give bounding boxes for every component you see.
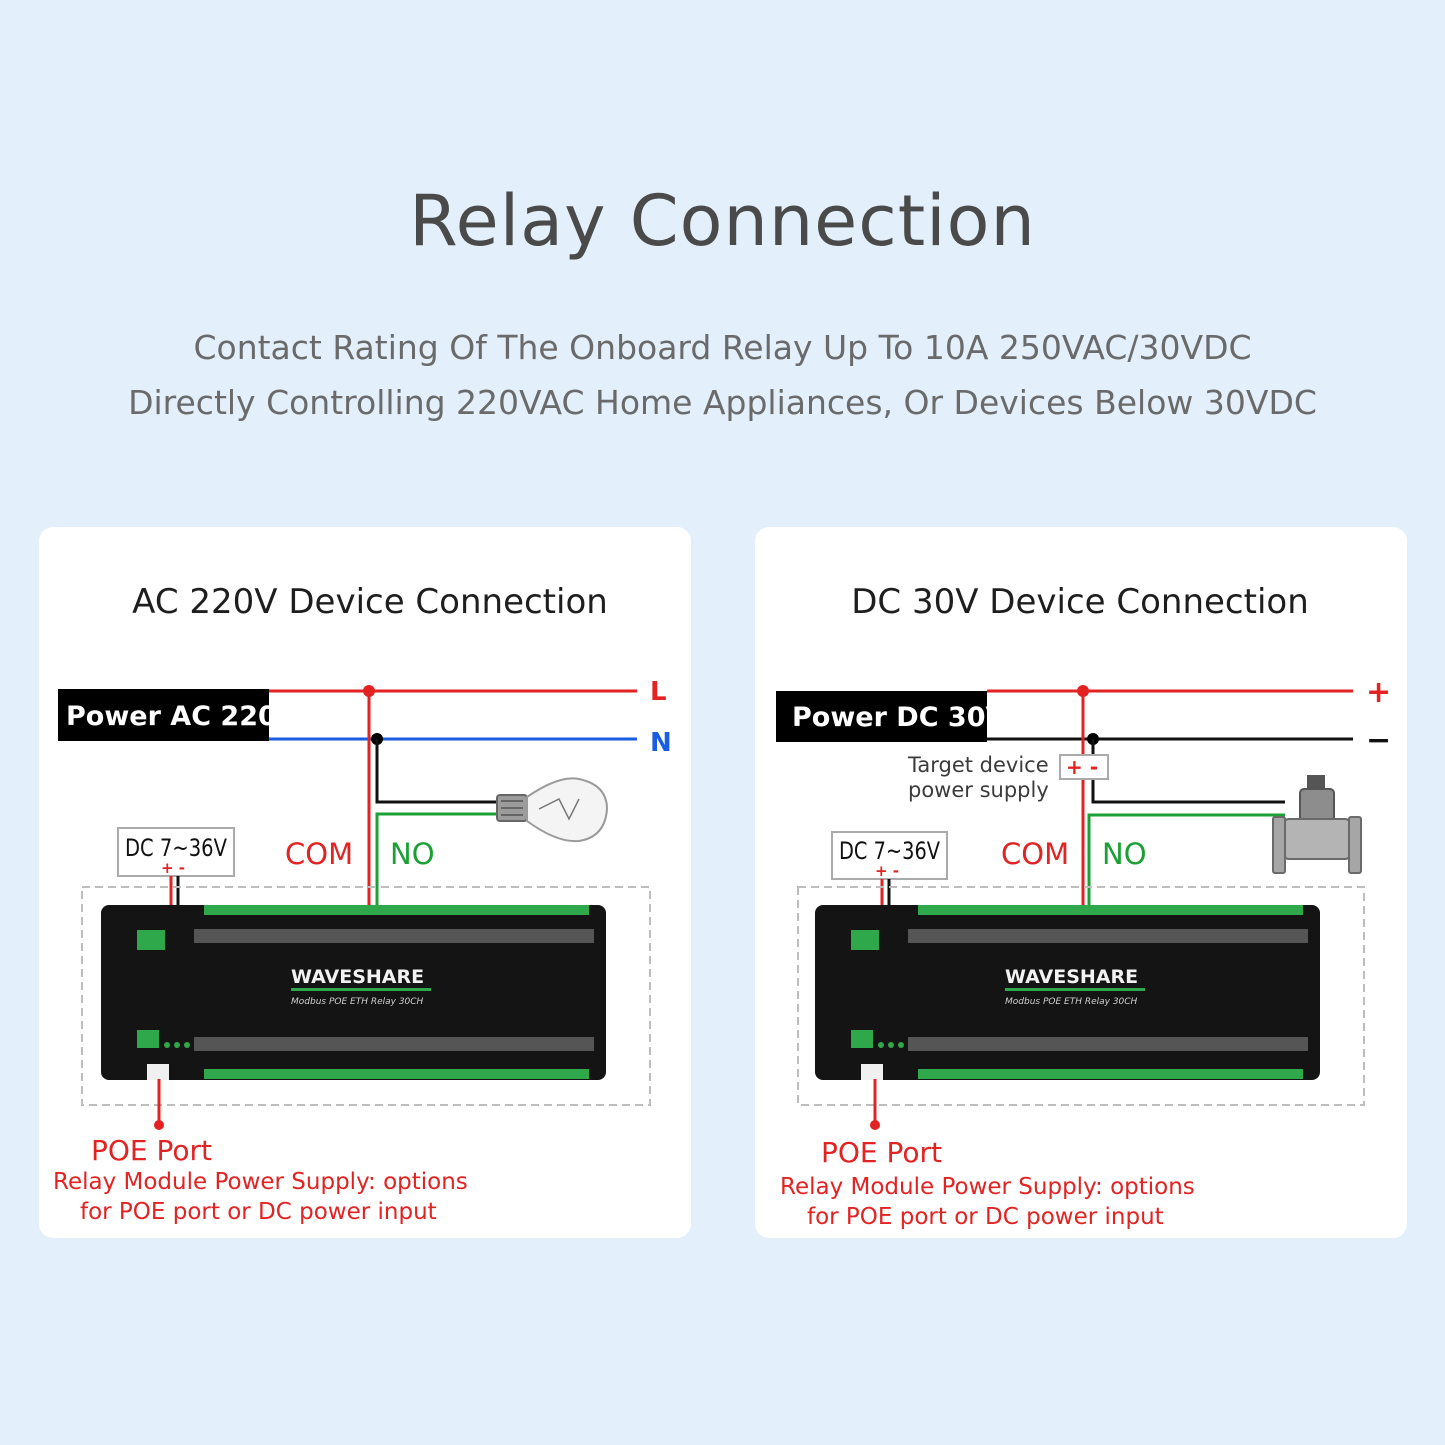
dc-module-brand: WAVESHARE — [1005, 966, 1138, 988]
ac-power-label-box — [58, 689, 269, 741]
dc-connection-card: DC 30V Device Connection Power DC 30V + … — [755, 527, 1407, 1238]
ac-module-brand: WAVESHARE — [291, 966, 424, 988]
dc-valve-minus-wire — [1091, 739, 1285, 804]
dc-relay-module: WAVESHARE Modbus POE ETH Relay 30CH — [815, 905, 1320, 1080]
ac-wiring-diagram: AC 220V Device Connection Power AC 220V … — [53, 582, 672, 1225]
dc-minus-label: − — [1366, 723, 1391, 758]
dc-no-wire — [1087, 813, 1285, 907]
dc-dc-polarity: + - — [875, 862, 899, 880]
ac-poe-dot — [154, 1120, 164, 1130]
dc-target-polarity-box — [1059, 754, 1109, 780]
dc-poe-title: POE Port — [821, 1136, 942, 1169]
dc-poe-desc-1: Relay Module Power Supply: options — [780, 1174, 1195, 1200]
dc-target-label-2: power supply — [908, 778, 1049, 802]
dc-poe-dot — [870, 1120, 880, 1130]
dc-poe-desc-2: for POE port or DC power input — [807, 1204, 1164, 1230]
dc-dc-input-label: DC 7~36V — [839, 837, 940, 865]
dc-module-frame — [797, 886, 1365, 1106]
ac-n-label: N — [650, 728, 672, 758]
ac-connection-card: AC 220V Device Connection Power AC 220V … — [39, 527, 691, 1238]
ac-poe-desc-1: Relay Module Power Supply: options — [53, 1169, 468, 1195]
subtitle-line-1: Contact Rating Of The Onboard Relay Up T… — [193, 328, 1252, 367]
dc-no-label: NO — [1102, 837, 1147, 871]
ac-relay-module: WAVESHARE Modbus POE ETH Relay 30CH — [101, 905, 606, 1080]
ac-no-label: NO — [390, 837, 435, 871]
ac-no-wire — [375, 812, 509, 907]
ac-com-label: COM — [285, 837, 353, 871]
solenoid-valve-icon — [1272, 775, 1362, 874]
ac-card-title: AC 220V Device Connection — [132, 582, 608, 622]
dc-com-label: COM — [1001, 837, 1069, 871]
ac-module-frame — [81, 886, 651, 1106]
dc-card-title: DC 30V Device Connection — [851, 582, 1309, 622]
light-bulb-icon — [496, 777, 609, 843]
dc-power-label: Power DC 30V — [792, 702, 1007, 733]
ac-dc-input-box — [117, 827, 235, 877]
dc-plus-label: + — [1366, 675, 1391, 710]
ac-l-label: L — [650, 677, 667, 707]
ac-poe-title: POE Port — [91, 1134, 212, 1167]
ac-module-model: Modbus POE ETH Relay 30CH — [291, 997, 424, 1007]
ac-poe-desc-2: for POE port or DC power input — [80, 1199, 437, 1225]
page-title: Relay Connection — [409, 180, 1036, 262]
ac-bulb-neutral-wire — [375, 739, 509, 804]
ac-dc-input-label: DC 7~36V — [125, 834, 227, 862]
ac-power-label: Power AC 220V — [66, 701, 298, 732]
dc-module-model: Modbus POE ETH Relay 30CH — [1005, 997, 1138, 1007]
dc-wiring-diagram: DC 30V Device Connection Power DC 30V + … — [776, 582, 1391, 1230]
dc-target-label-1: Target device — [907, 753, 1049, 777]
dc-power-label-box — [776, 691, 987, 742]
dc-target-polarity: + - — [1066, 755, 1098, 779]
ac-dc-polarity: + - — [161, 859, 185, 877]
subtitle-line-2: Directly Controlling 220VAC Home Applian… — [128, 383, 1317, 422]
